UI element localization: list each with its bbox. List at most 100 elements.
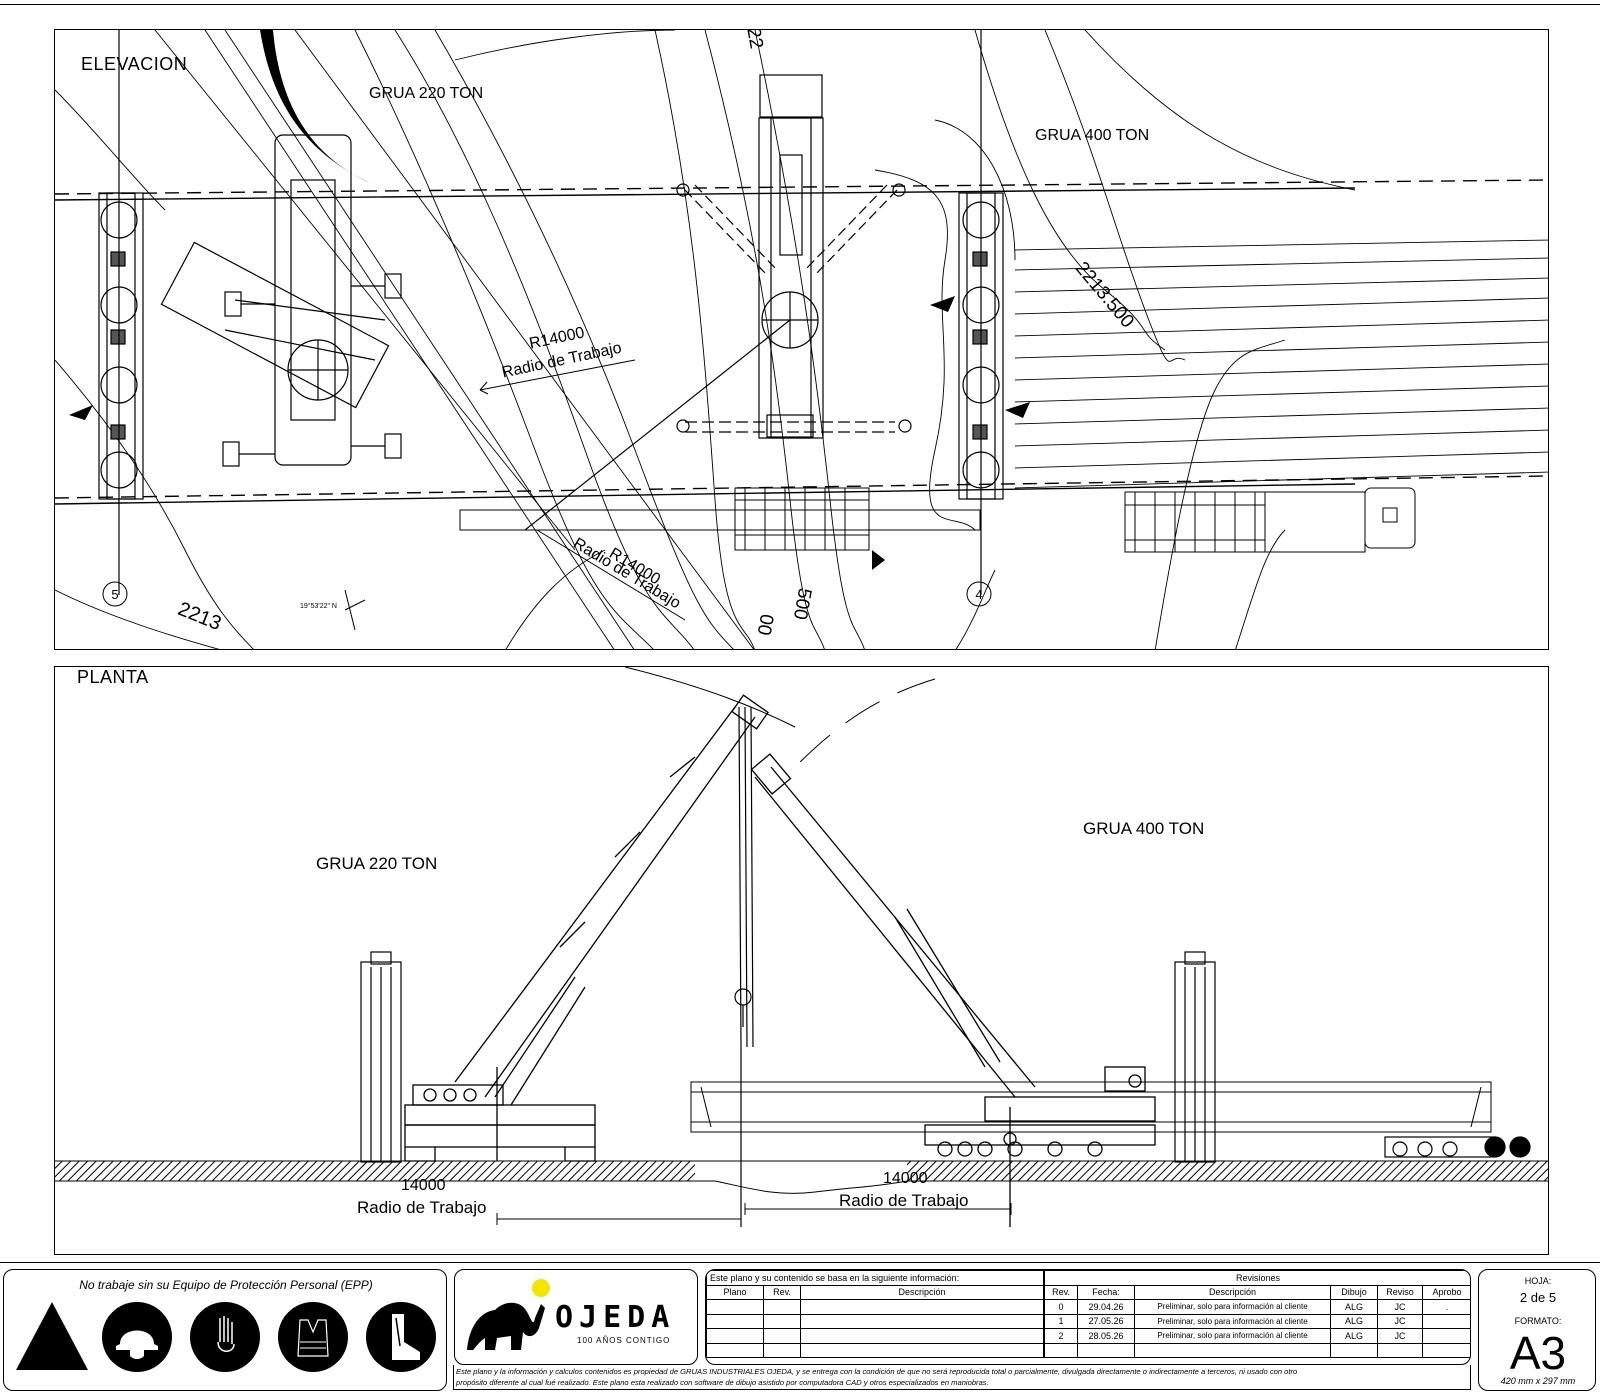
hoja-label: HOJA: (1524, 1276, 1552, 1286)
company-logo-panel: OJEDA 100 AÑOS CONTIGO (454, 1269, 698, 1365)
elevacion-crane-220-label: GRUA 220 TON (369, 85, 484, 102)
column-left (360, 951, 402, 1163)
elevacion-view: 5 4 (54, 29, 1549, 650)
hoja-value: 2 de 5 (1519, 1290, 1557, 1305)
dimension-lines (496, 1203, 1012, 1225)
revisions-header: Revisiones (1044, 1270, 1470, 1286)
planta-crane-400-label: GRUA 400 TON (1083, 819, 1205, 838)
contour-line (434, 30, 734, 649)
title-block-line (0, 1262, 1600, 1263)
contour-line (55, 359, 254, 649)
black-curve-shape (260, 30, 375, 185)
north-arrow (344, 589, 366, 631)
formato-value: A3 (1509, 1327, 1567, 1379)
aprobo-cell: . (1422, 1299, 1470, 1315)
rev-cell: 1 (1044, 1313, 1078, 1329)
info-col-descripcion: Descripción (800, 1284, 1044, 1300)
bridge-beam (690, 1081, 1492, 1133)
dibujo-cell: ALG (1330, 1313, 1378, 1329)
disclaimer-line-2: propósito diferente al cual fué realizad… (456, 1378, 989, 1387)
contour-line (955, 569, 996, 649)
company-name: OJEDA (555, 1300, 676, 1335)
table-row (706, 1342, 1044, 1358)
truck-right (1384, 1136, 1531, 1158)
crane-220-side-view (404, 694, 769, 1162)
rev-cell: 2 (1044, 1328, 1078, 1344)
rev-col-aprobo: Aprobo (1422, 1284, 1470, 1300)
table-row (706, 1328, 1044, 1344)
fecha-cell: 27.05.26 (1077, 1313, 1135, 1329)
dim-right-caption: Radio de Trabajo (839, 1191, 969, 1210)
descripcion-cell: Preliminar, solo para información al cli… (1134, 1313, 1331, 1329)
contour-line (1044, 30, 1186, 362)
table-row (706, 1299, 1044, 1315)
dim-left-caption: Radio de Trabajo (357, 1198, 487, 1217)
contour-line (754, 30, 865, 649)
contour-line (934, 119, 1016, 261)
info-col-plano: Plano (706, 1284, 764, 1300)
table-row (1044, 1342, 1470, 1358)
elevacion-crane-400-label: GRUA 400 TON (1035, 127, 1150, 144)
fecha-cell: 29.04.26 (1077, 1299, 1135, 1315)
contour-line (974, 30, 1166, 351)
table-row: 2 28.05.26 Preliminar, solo para informa… (1044, 1328, 1470, 1344)
ground-hatch-right (907, 1161, 1548, 1181)
helmet-icon (102, 1302, 172, 1372)
info-table: Este plano y su contenido se basa en la … (706, 1270, 1044, 1358)
rev-col-rev: Rev. (1044, 1284, 1078, 1300)
north-coordinate: 19°53'22" N (300, 602, 337, 610)
info-header: Este plano y su contenido se basa en la … (706, 1270, 1044, 1286)
descripcion-cell: Preliminar, solo para información al cli… (1134, 1328, 1331, 1344)
contour-line (654, 30, 755, 649)
contour-line (454, 30, 676, 61)
dibujo-cell: ALG (1330, 1299, 1378, 1315)
elephant-logo-icon (467, 1279, 550, 1350)
hook-block (734, 706, 754, 1227)
rev-col-fecha: Fecha: (1077, 1284, 1135, 1300)
rev-col-dibujo: Dibujo (1330, 1284, 1378, 1300)
planta-crane-220-label: GRUA 220 TON (316, 854, 438, 873)
formato-size: 420 mm x 297 mm (1500, 1376, 1576, 1386)
info-col-rev: Rev. (763, 1284, 801, 1300)
disclaimer-frame (453, 1365, 1471, 1390)
contour-line (505, 549, 606, 649)
column-5-structure (98, 30, 144, 595)
rev-col-descripcion: Descripción (1134, 1284, 1331, 1300)
axis-4-label: 4 (975, 587, 982, 602)
crane-220-top-view (160, 134, 402, 467)
crane-400-top-view (524, 74, 912, 531)
contour-line (55, 89, 166, 211)
warning-triangle-icon (16, 1302, 88, 1370)
contour-line (1235, 529, 1286, 649)
contour-line (704, 30, 825, 649)
epp-title: No trabaje sin su Equipo de Protección P… (79, 1278, 373, 1292)
sheet-format-panel: HOJA: 2 de 5 FORMATO: A3 420 mm x 297 mm (1478, 1269, 1596, 1391)
planta-drawing (55, 667, 1548, 1227)
contour-label-top: 22 (742, 29, 767, 51)
reviso-cell: JC (1377, 1328, 1423, 1344)
contour-label-bottom-center-2: 00 (752, 612, 777, 637)
planta-view: PLANTA GRUA 220 TON GRUA 400 TON 14000 R… (54, 666, 1549, 1255)
safety-vest-icon (278, 1302, 348, 1372)
formato-label: FORMATO: (1514, 1316, 1562, 1326)
reviso-cell: JC (1377, 1299, 1423, 1315)
contour-line (55, 589, 220, 649)
contour-line (1084, 30, 1356, 191)
reviso-cell: JC (1377, 1313, 1423, 1329)
elevacion-drawing: 5 4 (55, 30, 1548, 649)
epp-panel: No trabaje sin su Equipo de Protección P… (3, 1269, 447, 1391)
table-row: 1 27.05.26 Preliminar, solo para informa… (1044, 1313, 1470, 1329)
elevacion-title: ELEVACION (81, 54, 188, 74)
column-right (1174, 951, 1216, 1163)
dim-right-value: 14000 (883, 1170, 928, 1187)
aprobo-cell (1422, 1313, 1470, 1329)
revisions-table: Revisiones Rev. Fecha: Descripción Dibuj… (1044, 1270, 1470, 1358)
table-row: 0 29.04.26 Preliminar, solo para informa… (1044, 1299, 1470, 1315)
contour-line (874, 169, 976, 531)
contour-line (394, 30, 695, 649)
ground-hatch-left (55, 1161, 695, 1181)
axis-5-label: 5 (111, 587, 118, 602)
disclaimer-line-1: Este plano y la información y calculos c… (456, 1367, 1298, 1376)
column-4-structure (958, 30, 1004, 595)
trailer-right (1124, 487, 1416, 553)
